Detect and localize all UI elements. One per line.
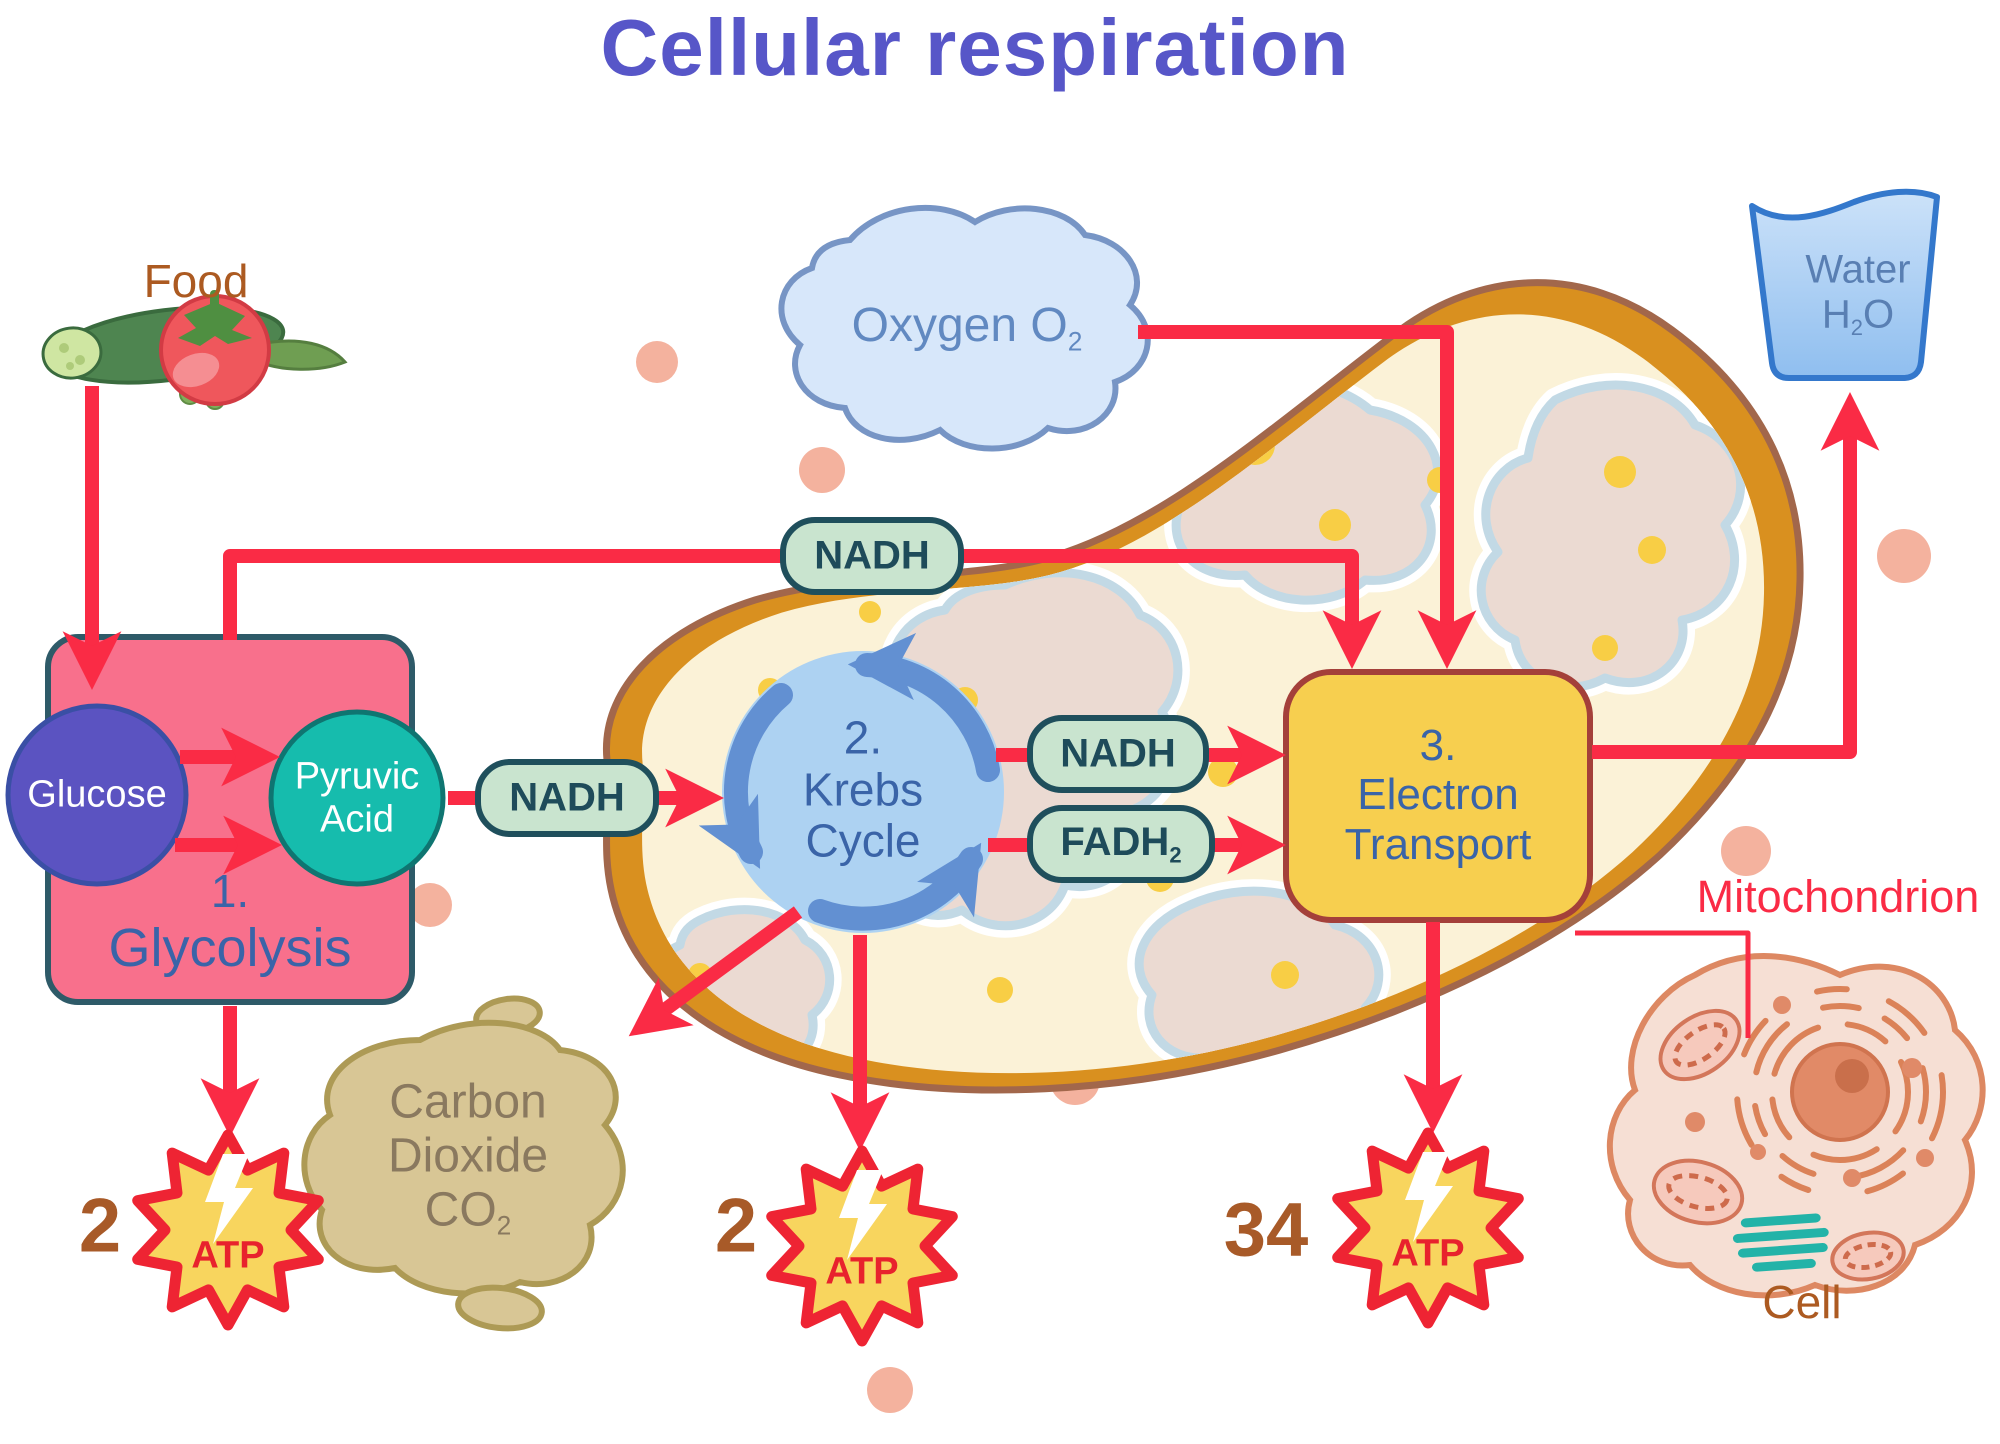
nadh-label-pyruvic: NADH: [509, 775, 625, 820]
cell-label: Cell: [1762, 1276, 1842, 1329]
nadh-badge-glycolysis: [780, 517, 964, 595]
electron-transport-label: 3. Electron Transport: [1344, 721, 1532, 869]
co2-blob: [301, 995, 626, 1332]
water-label: Water H2O: [1805, 247, 1910, 340]
pyruvic-acid-label: Pyruvic Acid: [294, 755, 420, 840]
nadh-label-glycolysis: NADH: [814, 533, 930, 578]
atp-count-electron: 34: [1223, 1187, 1309, 1273]
cell-illustration: [1607, 953, 1986, 1299]
co2-formula: CO2: [424, 1182, 512, 1241]
oxygen-text: Oxygen O: [851, 299, 1068, 353]
pyruvic-acid-circle: [268, 709, 446, 887]
atp-count-krebs: 2: [714, 1183, 758, 1269]
nadh-badge-krebs: [1027, 715, 1209, 793]
arrow-krebs-to-co2: [628, 906, 803, 1037]
fadh2-badge: [1027, 805, 1215, 883]
electron-transport-box: [1283, 669, 1593, 923]
atp-star-electron: [1332, 1127, 1524, 1329]
mitochondrion-label: Mitochondrion: [1696, 870, 1980, 922]
atp-label-krebs: ATP: [825, 1250, 899, 1293]
atp-label-glycolysis: ATP: [191, 1234, 265, 1277]
lightning-bolt-icon: [839, 1170, 887, 1260]
atp-stars: [132, 1127, 1524, 1347]
oxygen-cloud: [778, 204, 1151, 452]
food-label: Food: [143, 255, 249, 308]
glucose-circle: [5, 703, 189, 887]
cell-mitochondria: [1651, 1008, 1906, 1282]
coenzyme-badges: [475, 517, 1215, 883]
arrow-electron-to-water: [1592, 392, 1880, 759]
atp-count-glycolysis: 2: [78, 1183, 122, 1269]
cell-nucleus: [1790, 1042, 1890, 1142]
water-formula: H2O: [1821, 292, 1895, 340]
lightning-bolt-icon: [1405, 1152, 1453, 1242]
krebs-cycle-circle: [698, 632, 1004, 933]
oxygen-label: Oxygen O2: [852, 299, 1083, 357]
oxygen-subscript: 2: [1067, 326, 1083, 357]
atp-label-electron: ATP: [1391, 1232, 1465, 1275]
co2-label: Carbon Dioxide CO2: [387, 1075, 549, 1241]
nadh-badge-pyruvic: [475, 759, 659, 837]
atp-star-glycolysis: [132, 1129, 324, 1331]
glucose-label: Glucose: [27, 773, 167, 816]
krebs-cycle-label: 2. Krebs Cycle: [802, 711, 924, 867]
food-illustration: [41, 290, 348, 410]
water-glass: [1749, 188, 1940, 381]
glycolysis-label: 1. Glycolysis: [108, 865, 352, 978]
cell-golgi: [1732, 1213, 1829, 1272]
arrow-oxygen-to-electron: [1138, 325, 1477, 669]
water-text: Water: [1805, 247, 1911, 292]
nadh-label-krebs: NADH: [1060, 731, 1176, 776]
atp-star-krebs: [766, 1145, 958, 1347]
mitochondrion-pointer-line: [1575, 930, 1751, 1038]
lightning-bolt-icon: [205, 1154, 253, 1244]
fadh2-label: FADH2: [1060, 819, 1182, 868]
page-title: Cellular respiration: [600, 3, 1350, 93]
